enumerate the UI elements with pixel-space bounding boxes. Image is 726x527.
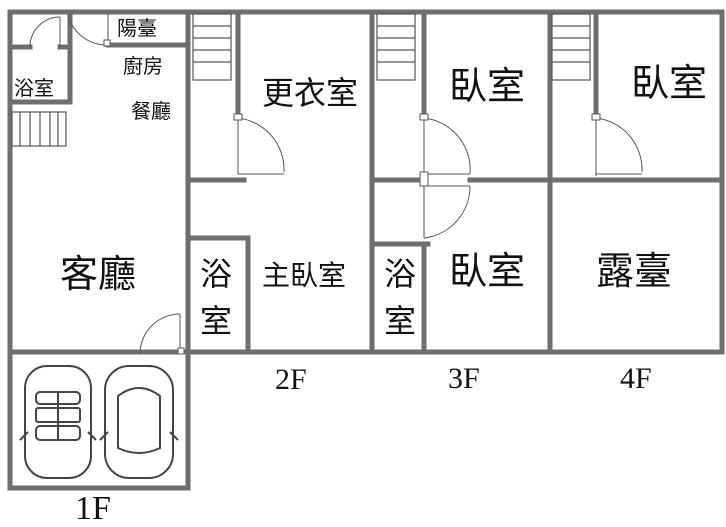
room-bedroom-3f-top: 臥室	[449, 64, 526, 108]
room-bath-3f-bottom: 室	[384, 302, 417, 340]
floor-label-4f: 4F	[620, 362, 652, 395]
room-dressing: 更衣室	[262, 74, 359, 112]
floor-label-3f: 3F	[448, 362, 480, 395]
stairs-1f	[11, 111, 67, 147]
floor-2f-doors	[233, 113, 285, 175]
room-bath-3f-top: 浴	[384, 255, 417, 293]
floor-4f-walls	[547, 9, 725, 355]
room-bedroom-3f-bottom: 臥室	[449, 249, 526, 293]
room-balcony-1f: 陽臺	[117, 16, 157, 40]
room-dining: 餐廳	[131, 99, 171, 123]
room-terrace-4f: 露臺	[596, 249, 673, 293]
room-kitchen: 廚房	[123, 54, 163, 78]
room-bedroom-4f: 臥室	[631, 61, 708, 105]
floor-1f-doors	[29, 12, 185, 355]
car-icon	[19, 365, 97, 479]
stairs-2f	[192, 13, 232, 81]
room-master-bedroom: 主臥室	[262, 259, 347, 292]
stairs-3f	[376, 13, 416, 81]
floor-label-2f: 2F	[275, 363, 307, 396]
floor-3f-doors	[419, 113, 471, 239]
floor-label-1f: 1F	[75, 490, 111, 527]
floor-4f-doors	[591, 113, 643, 176]
room-bath-2f-bottom: 室	[200, 302, 233, 340]
floor-2f-walls	[185, 9, 375, 355]
room-living: 客廳	[60, 252, 137, 296]
floor-3f-walls	[369, 9, 553, 355]
car-icon	[99, 365, 179, 479]
room-bath-2f-top: 浴	[200, 255, 233, 293]
stairs-4f	[551, 13, 591, 81]
room-bath-1f: 浴室	[14, 76, 54, 100]
